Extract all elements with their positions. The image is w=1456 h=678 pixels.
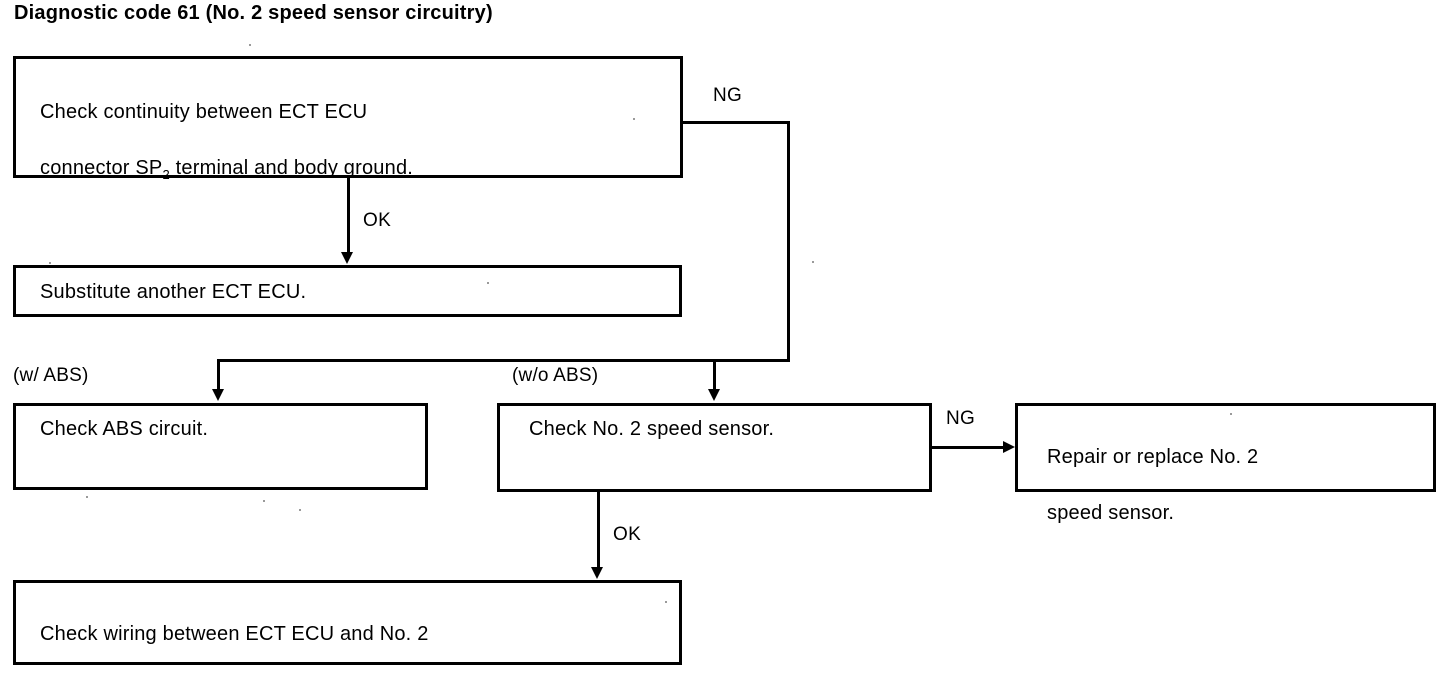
node-check-speed-sensor[interactable]: [497, 403, 932, 492]
node-substitute-ecu[interactable]: [13, 265, 682, 317]
branch-label-with-abs: (w/ ABS): [13, 365, 89, 386]
scan-speck: [665, 601, 667, 603]
edge-continuity-ng-line-h: [683, 121, 790, 124]
edge-sensor-ng-line: [932, 446, 1004, 449]
edge-sensor-ok-arrowhead: [591, 567, 603, 579]
edge-label-continuity-ng: NG: [713, 85, 743, 106]
node-check-continuity-line2-pre: connector SP: [40, 157, 163, 179]
node-check-continuity-label: Check continuity between ECT ECU connect…: [40, 70, 660, 217]
node-check-continuity[interactable]: [13, 56, 683, 178]
edge-sensor-ok-line: [597, 492, 600, 568]
edge-continuity-ok-line: [347, 178, 350, 253]
edge-label-sensor-ng: NG: [946, 408, 976, 429]
edge-branch-without-abs-arrowhead: [708, 389, 720, 401]
edge-branch-without-abs-line: [713, 359, 716, 391]
branch-bus-line: [217, 359, 790, 362]
node-check-wiring[interactable]: [13, 580, 682, 665]
node-check-continuity-line2-post: terminal and body ground.: [169, 157, 414, 179]
edge-branch-with-abs-arrowhead: [212, 389, 224, 401]
edge-sensor-ng-arrowhead: [1003, 441, 1015, 453]
node-check-speed-sensor-label: Check No. 2 speed sensor.: [529, 418, 775, 440]
edge-branch-with-abs-line: [217, 359, 220, 391]
scan-speck: [86, 496, 88, 498]
node-check-continuity-line2-subscript: 2: [162, 167, 170, 182]
node-check-continuity-line2: connector SP2 terminal and body ground.: [40, 154, 660, 189]
node-substitute-ecu-label: Substitute another ECT ECU.: [40, 281, 307, 303]
edge-continuity-ng-line-v: [787, 121, 790, 362]
node-check-abs-circuit[interactable]: [13, 403, 428, 490]
edge-continuity-ok-arrowhead: [341, 252, 353, 264]
node-repair-replace-sensor-line2: speed sensor.: [1047, 502, 1175, 524]
scan-speck: [1230, 413, 1232, 415]
scan-speck: [49, 262, 51, 264]
scan-speck: [812, 261, 814, 263]
edge-label-continuity-ok: OK: [363, 210, 392, 231]
node-check-abs-circuit-label: Check ABS circuit.: [40, 418, 209, 440]
scan-speck: [249, 44, 251, 46]
scan-speck: [263, 500, 265, 502]
edge-label-sensor-ok: OK: [613, 524, 642, 545]
scan-speck: [487, 282, 489, 284]
page-title: Diagnostic code 61 (No. 2 speed sensor c…: [14, 2, 493, 24]
node-check-wiring-line1: Check wiring between ECT ECU and No. 2: [40, 623, 429, 645]
node-repair-replace-sensor-label: Repair or replace No. 2 speed sensor.: [1047, 415, 1427, 555]
node-repair-replace-sensor-line1: Repair or replace No. 2: [1047, 446, 1259, 468]
scan-speck: [633, 118, 635, 120]
branch-label-without-abs: (w/o ABS): [512, 365, 599, 386]
node-repair-replace-sensor[interactable]: [1015, 403, 1436, 492]
node-check-continuity-line1: Check continuity between ECT ECU: [40, 101, 368, 123]
node-check-wiring-label: Check wiring between ECT ECU and No. 2 s…: [40, 592, 660, 678]
scan-speck: [299, 509, 301, 511]
